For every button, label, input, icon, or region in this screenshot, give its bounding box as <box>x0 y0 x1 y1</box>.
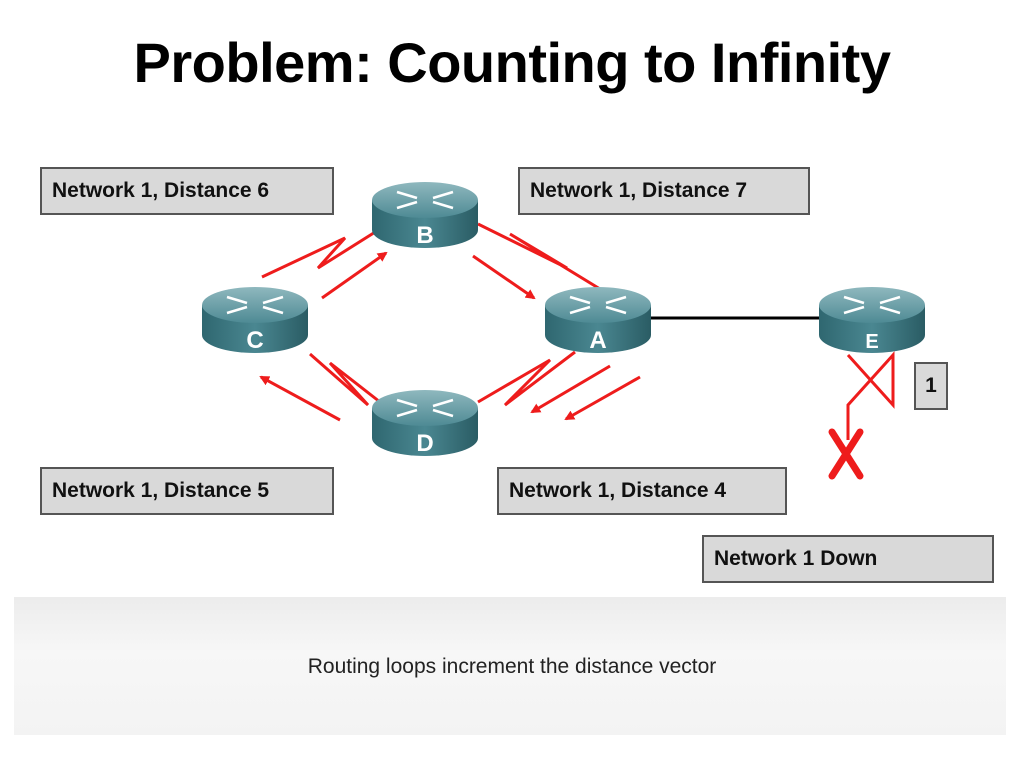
router-arrows-icon <box>843 295 901 315</box>
caption-band <box>14 597 1006 735</box>
label-network1-distance6: Network 1, Distance 6 <box>40 167 334 215</box>
router-b: B <box>372 182 478 249</box>
arrow-a-to-d-2 <box>564 375 641 421</box>
figure-caption: Routing loops increment the distance vec… <box>307 655 717 678</box>
serial-link-d-a <box>477 350 576 407</box>
label-network1-down: Network 1 Down <box>702 535 994 583</box>
arrow-a-to-d-1 <box>530 364 611 414</box>
link-down-x-mark <box>828 428 864 480</box>
router-arrows-icon <box>226 295 284 315</box>
router-a: A <box>545 287 651 354</box>
router-label-d: D <box>416 430 433 457</box>
arrow-c-to-b <box>321 251 388 300</box>
router-label-a: A <box>589 327 606 354</box>
router-arrows-icon <box>396 190 454 210</box>
router-arrows-icon <box>569 295 627 315</box>
serial-link-e-down <box>846 351 895 440</box>
router-label-e: E <box>865 331 878 353</box>
router-c: C <box>202 287 308 354</box>
hop-count-box: 1 <box>914 362 948 410</box>
router-label-b: B <box>416 222 433 249</box>
serial-link-b-a <box>477 222 601 291</box>
arrow-b-to-a <box>472 254 536 300</box>
router-d: D <box>372 390 478 457</box>
label-network1-distance4: Network 1, Distance 4 <box>497 467 787 515</box>
serial-link-c-d <box>309 352 381 407</box>
arrow-d-to-c <box>259 375 341 422</box>
router-label-c: C <box>246 327 263 354</box>
label-network1-distance5: Network 1, Distance 5 <box>40 467 334 515</box>
serial-link-c-b <box>261 227 381 279</box>
network-diagram: B C A D E <box>202 182 925 480</box>
label-network1-distance7: Network 1, Distance 7 <box>518 167 810 215</box>
router-e: E <box>819 287 925 353</box>
slide-title: Problem: Counting to Infinity <box>133 31 891 94</box>
router-arrows-icon <box>396 398 454 418</box>
